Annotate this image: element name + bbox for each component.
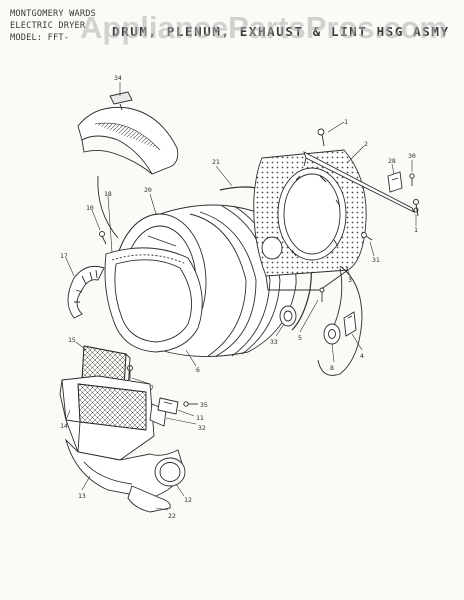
part-30-screw	[409, 173, 415, 186]
part-28-clip	[387, 171, 403, 193]
callout-5: 5	[298, 334, 302, 342]
callout-1-right: 1	[414, 226, 418, 234]
header-product: ELECTRIC DRYER	[10, 21, 86, 31]
callout-7: 7	[150, 384, 154, 392]
callout-10: 10	[86, 204, 94, 212]
leader-lines	[65, 82, 417, 511]
callout-4: 4	[360, 352, 364, 360]
part-3-rear-bulkhead	[253, 149, 367, 331]
part-33-roller	[279, 305, 297, 327]
part-22-exhaust-duct	[127, 485, 171, 513]
callout-8: 8	[330, 364, 334, 372]
callout-labels: 34 1 2 28 30 1 31 3 21 20 10 18 17 15 6 …	[60, 74, 418, 520]
callout-12: 12	[184, 496, 192, 504]
callout-11: 11	[196, 414, 204, 422]
callout-35: 35	[200, 401, 208, 409]
header-brand: MONTGOMERY WARDS	[10, 9, 96, 19]
callout-22: 22	[168, 512, 176, 520]
part-1-screw-top	[317, 128, 325, 147]
wire-harness	[97, 175, 119, 239]
callout-2: 2	[364, 140, 368, 148]
part-18-bulkhead	[104, 247, 203, 353]
part-4-bracket	[343, 311, 357, 337]
part-34-cover	[77, 91, 179, 175]
callout-3: 3	[348, 276, 352, 284]
callout-21: 21	[212, 158, 220, 166]
callout-6: 6	[196, 366, 200, 374]
part-8-pulley	[323, 323, 341, 345]
callout-1-top: 1	[344, 118, 348, 126]
callout-20: 20	[144, 186, 152, 194]
part-31-fastener	[361, 232, 373, 241]
part-10-screw	[99, 231, 107, 245]
part-1-screw-right	[413, 199, 419, 217]
callout-18: 18	[104, 190, 112, 198]
part-17-front-seal	[67, 265, 105, 319]
watermark: AppliancePartsPros.com	[80, 10, 447, 45]
callout-15: 15	[68, 336, 76, 344]
callout-13: 13	[78, 492, 86, 500]
callout-28: 28	[388, 157, 396, 165]
callout-34: 34	[114, 74, 122, 82]
header-model: MODEL: FFT-	[10, 33, 70, 43]
part-5-screw	[319, 287, 325, 302]
diagram-title: DRUM, PLENUM, EXHAUST & LINT HSG ASMY	[112, 24, 450, 39]
part-14-lint-housing	[59, 375, 155, 461]
callout-31: 31	[372, 256, 380, 264]
part-35-screw	[183, 401, 198, 407]
part-7-screw	[127, 365, 133, 380]
callout-30: 30	[408, 152, 416, 160]
callout-32: 32	[198, 424, 206, 432]
rear-shell	[317, 265, 363, 376]
callout-14: 14	[60, 422, 68, 430]
part-2-bracket	[303, 151, 419, 214]
part-12-gasket	[154, 457, 186, 487]
callout-17: 17	[60, 252, 68, 260]
part-11-thermostat	[157, 397, 179, 415]
callout-33: 33	[270, 338, 278, 346]
